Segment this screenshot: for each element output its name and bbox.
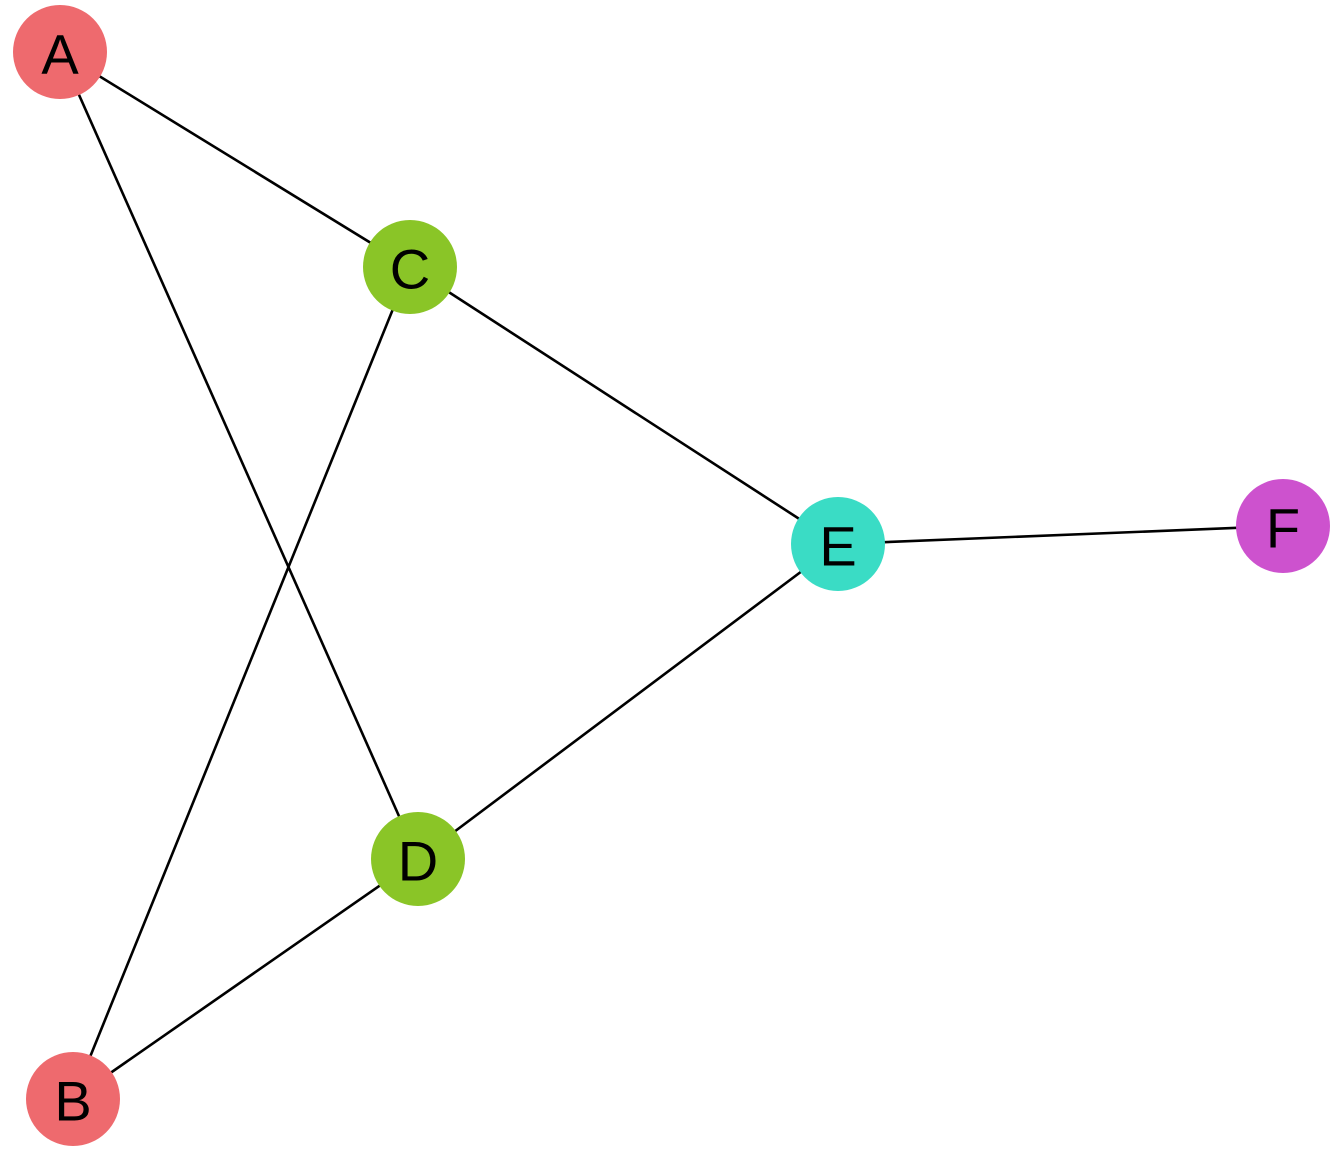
node-label: B: [54, 1070, 91, 1133]
edge-E-D: [417, 542, 839, 861]
edge-C-E: [409, 265, 839, 546]
node-D: D: [371, 812, 465, 906]
nodes: A B C D E F: [13, 5, 1330, 1146]
node-circle: [791, 497, 885, 591]
edge-D-B: [72, 857, 419, 1101]
node-circle: [363, 220, 457, 314]
node-circle: [26, 1052, 120, 1146]
node-circle: [1236, 479, 1330, 573]
edge-E-F: [837, 524, 1284, 546]
edge-C-B: [71, 266, 412, 1100]
edge-A-C: [59, 50, 411, 269]
node-label: E: [819, 515, 856, 578]
node-F: F: [1236, 479, 1330, 573]
node-label: F: [1266, 497, 1300, 560]
node-E: E: [791, 497, 885, 591]
node-A: A: [13, 5, 107, 99]
node-C: C: [363, 220, 457, 314]
edge-A-D: [58, 51, 420, 860]
node-label: D: [398, 830, 438, 893]
node-circle: [13, 5, 107, 99]
node-label: C: [390, 238, 430, 301]
node-circle: [371, 812, 465, 906]
node-B: B: [26, 1052, 120, 1146]
node-label: A: [41, 23, 79, 86]
edges: [58, 50, 1284, 1101]
